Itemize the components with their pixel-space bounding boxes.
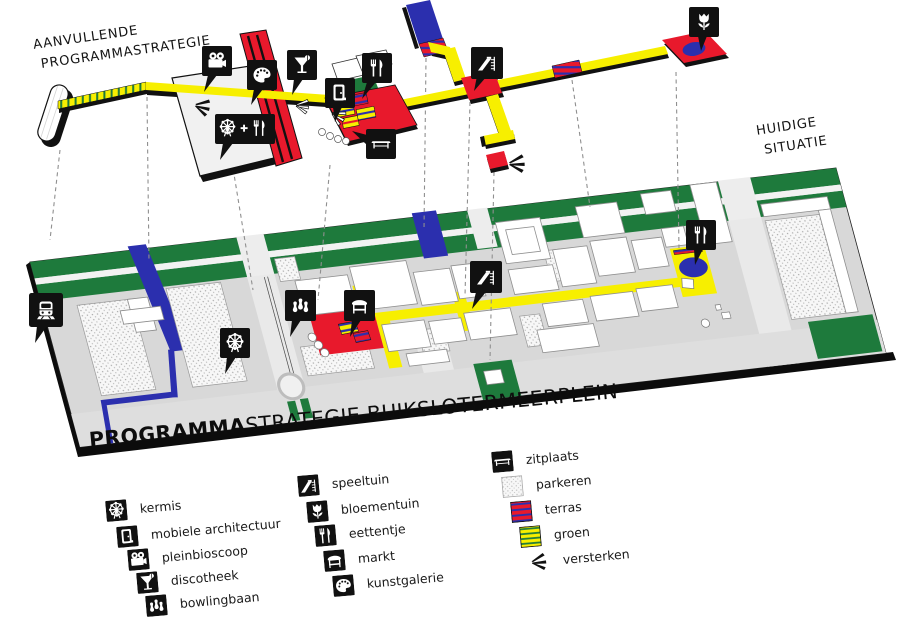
leader-lines: [49, 57, 680, 361]
palette-icon: [332, 574, 355, 597]
legend-label: versterken: [562, 546, 631, 568]
roundabout: [277, 372, 306, 401]
bloementuin-icon: [689, 7, 719, 51]
legend-label: kunstgalerie: [366, 569, 445, 592]
yellow-zigzag: [428, 42, 515, 145]
legend-item-parkeren: parkeren: [501, 469, 592, 498]
terras-segment: [551, 59, 583, 79]
tulip-icon: [306, 500, 329, 523]
zigzag-endcap: [480, 136, 486, 147]
eettentje-icon: [362, 53, 392, 99]
red-blue-stripes-swatch: [510, 500, 533, 523]
legend-label: groen: [553, 523, 591, 543]
legend-item-kermis: kermis: [105, 494, 182, 522]
legend-item-markt: markt: [323, 545, 396, 572]
legend-item-discotheek: discotheek: [136, 564, 239, 594]
burst-arrows-icon: [530, 552, 547, 571]
legend-item-terras: terras: [510, 496, 582, 523]
green-patches: [473, 314, 883, 401]
pier: [37, 84, 74, 148]
fork-knife-icon: [314, 524, 337, 547]
cocktail-icon: [136, 571, 159, 594]
legend-label: eettentje: [348, 521, 407, 542]
legend-item-eettentje: eettentje: [314, 518, 406, 547]
legend-label: markt: [357, 547, 396, 567]
legend-item-pleinbioscoop: pleinbioscoop: [127, 540, 249, 571]
kermis-eettentje-combo-icon: [215, 114, 275, 160]
legend-label: speeltuin: [331, 471, 390, 492]
metro-icon: [29, 293, 63, 343]
plate-surface: [29, 167, 887, 448]
speeltuin-map-icon: [470, 261, 502, 309]
market-stall-icon: [323, 549, 346, 572]
road-right: [728, 217, 801, 367]
legend-item-zitplaats: zitplaats: [491, 444, 580, 473]
legend-item-groen: groen: [519, 521, 591, 548]
legend-item-bloementuin: bloementuin: [306, 492, 420, 523]
zitplaats-icon: [352, 129, 396, 159]
door-icon: [116, 525, 139, 548]
pleinbioscoop-icon: [202, 46, 232, 92]
map-small-objects: [307, 304, 732, 358]
yellow-green-stripes-swatch: [519, 525, 542, 548]
legend-item-kunstgalerie: kunstgalerie: [332, 566, 445, 597]
bowlingbaan-icon: [285, 290, 316, 337]
red-patch-versterken: [486, 151, 508, 169]
legend-item-speeltuin: speeltuin: [297, 468, 390, 497]
eettentje-map-icon: [686, 220, 716, 265]
legend-label: bowlingbaan: [179, 589, 261, 612]
blue-crossing: [411, 210, 449, 259]
kermis-map-icon: [220, 328, 250, 374]
blue-route: [100, 244, 189, 444]
red-square-bloementuin: [662, 31, 727, 63]
markt-icon: [344, 290, 375, 337]
site-plan: [26, 167, 896, 457]
mobiele-architectuur-icon: [325, 78, 355, 122]
legend-label: discotheek: [170, 567, 240, 589]
discotheek-icon: [287, 50, 317, 95]
legend-label: kermis: [139, 497, 182, 517]
legend-label: parkeren: [535, 472, 593, 493]
slide-icon: [297, 474, 320, 497]
speeltuin-icon: [471, 47, 503, 91]
ferris-wheel-icon: [105, 499, 128, 522]
buildings: [294, 181, 859, 367]
legend-label: pleinbioscoop: [161, 542, 249, 566]
road-medians: [287, 398, 314, 422]
film-camera-icon: [127, 548, 150, 571]
legend-label: zitplaats: [525, 447, 580, 468]
map-callouts: [29, 220, 716, 374]
legend-label: bloementuin: [340, 495, 420, 518]
versterken-icon: [508, 154, 525, 173]
strategy-callouts: [202, 7, 719, 160]
bowling-pins-icon: [145, 594, 168, 617]
legend-item-bowlingbaan: bowlingbaan: [145, 586, 260, 617]
stipple-swatch: [501, 475, 524, 498]
bench-icon: [491, 450, 514, 473]
legend-item-mobiele-architectuur: mobiele architectuur: [116, 513, 281, 548]
church-building: [119, 296, 165, 333]
legend-label: terras: [544, 498, 583, 518]
kunstgalerie-icon: [247, 60, 277, 105]
